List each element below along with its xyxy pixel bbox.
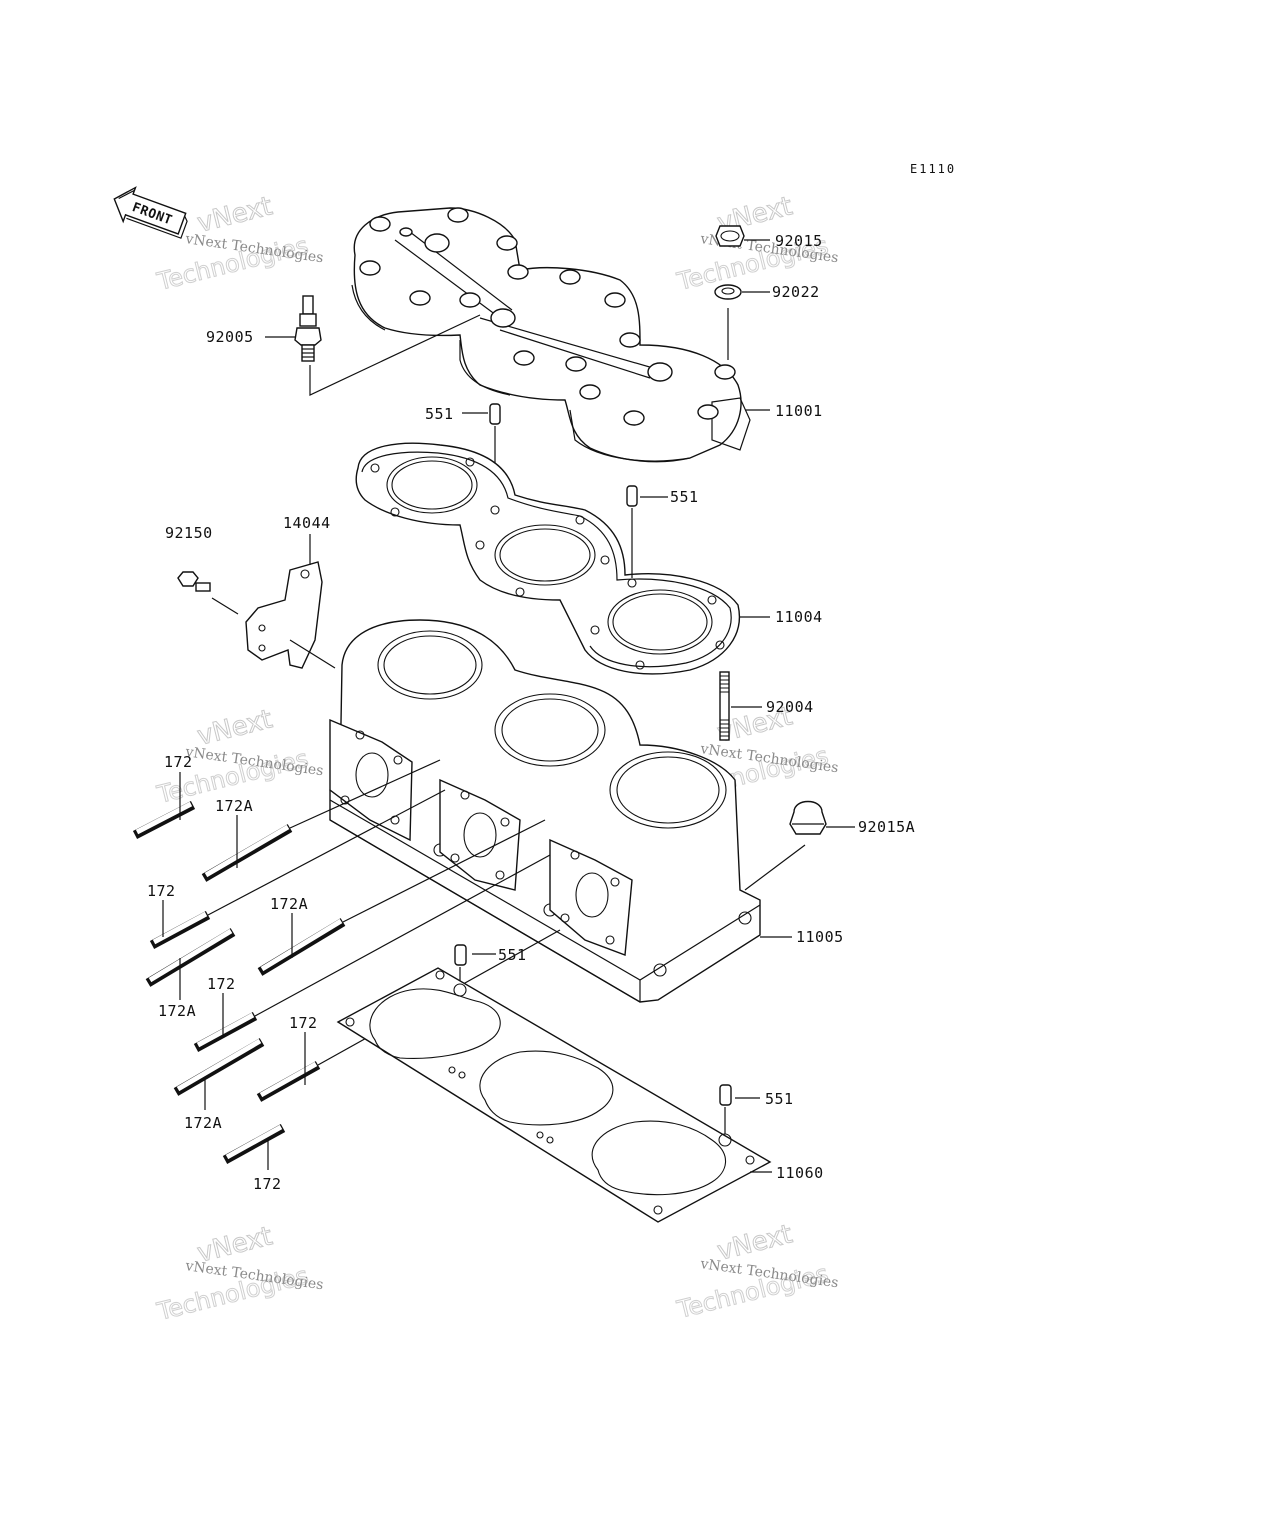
watermark-bottom-left: vNext Technologies vNext Technologies bbox=[153, 1221, 324, 1327]
stud-172A-c-part bbox=[257, 918, 346, 976]
base-gasket-part bbox=[336, 967, 772, 1223]
diagram-code: E1110 bbox=[910, 162, 956, 176]
svg-text:vNext: vNext bbox=[194, 191, 275, 238]
cap-nut-92015A-part bbox=[789, 800, 827, 835]
front-arrow-icon: FRONT bbox=[113, 186, 188, 239]
callout-14044: 14044 bbox=[283, 514, 331, 532]
callout-92022: 92022 bbox=[772, 283, 820, 301]
stud-172A-d-part bbox=[173, 1038, 265, 1096]
nut-92015-part bbox=[715, 225, 745, 247]
callout-551-a: 551 bbox=[425, 405, 454, 423]
stud-172-b-part bbox=[149, 911, 211, 949]
washer-92022-part bbox=[714, 284, 742, 300]
stud-172-e-part bbox=[222, 1124, 286, 1164]
callout-172-a: 172 bbox=[164, 753, 193, 771]
callout-92015: 92015 bbox=[775, 232, 823, 250]
bracket-14044-part bbox=[245, 561, 323, 669]
stud-172-d-part bbox=[256, 1061, 321, 1102]
stud-172-c-part bbox=[193, 1012, 258, 1052]
callout-92150: 92150 bbox=[165, 524, 213, 542]
callout-172-b: 172 bbox=[147, 882, 176, 900]
callout-172A-c: 172A bbox=[158, 1002, 196, 1020]
callout-172A-d: 172A bbox=[184, 1114, 222, 1132]
callout-172A-a: 172A bbox=[215, 797, 253, 815]
cylinder-block-part bbox=[329, 619, 761, 1003]
callout-11001: 11001 bbox=[775, 402, 823, 420]
callout-92004: 92004 bbox=[766, 698, 814, 716]
dowel-pin-551-lower-part bbox=[454, 944, 467, 966]
dowel-pin-551-bottom-part bbox=[719, 1084, 732, 1106]
leader-lines bbox=[162, 239, 855, 1173]
callout-551-d: 551 bbox=[765, 1090, 794, 1108]
callout-labels: 92015 92022 92005 11001 551 551 92150 14… bbox=[147, 232, 915, 1193]
callout-11060: 11060 bbox=[776, 1164, 824, 1182]
cylinder-head-part bbox=[351, 207, 751, 463]
stud-172-a-part bbox=[132, 801, 196, 839]
callout-172-c: 172 bbox=[207, 975, 236, 993]
callout-11005: 11005 bbox=[796, 928, 844, 946]
callout-92015A: 92015A bbox=[858, 818, 915, 836]
stud-172A-a-part bbox=[201, 824, 293, 882]
callout-172-e: 172 bbox=[253, 1175, 282, 1193]
head-gasket-part bbox=[355, 442, 741, 675]
watermark-bottom-right: vNext Technologies vNext Technologies bbox=[673, 1219, 839, 1325]
stud-172A-b-part bbox=[145, 928, 236, 987]
callout-172A-b: 172A bbox=[270, 895, 308, 913]
dowel-pin-551-top-part bbox=[489, 403, 501, 425]
callout-551-b: 551 bbox=[670, 488, 699, 506]
watermark-top-left: vNext Technologies vNext Technologies bbox=[153, 191, 324, 297]
fitting-92005-part bbox=[294, 295, 322, 362]
svg-text:vNext: vNext bbox=[194, 704, 275, 751]
dowel-pin-551-mid-part bbox=[626, 485, 638, 507]
callout-172-d: 172 bbox=[289, 1014, 318, 1032]
bolt-92150-part bbox=[177, 571, 211, 592]
callout-551-c: 551 bbox=[498, 946, 527, 964]
callout-11004: 11004 bbox=[775, 608, 823, 626]
stud-92004-part bbox=[719, 671, 730, 741]
callout-92005: 92005 bbox=[206, 328, 254, 346]
